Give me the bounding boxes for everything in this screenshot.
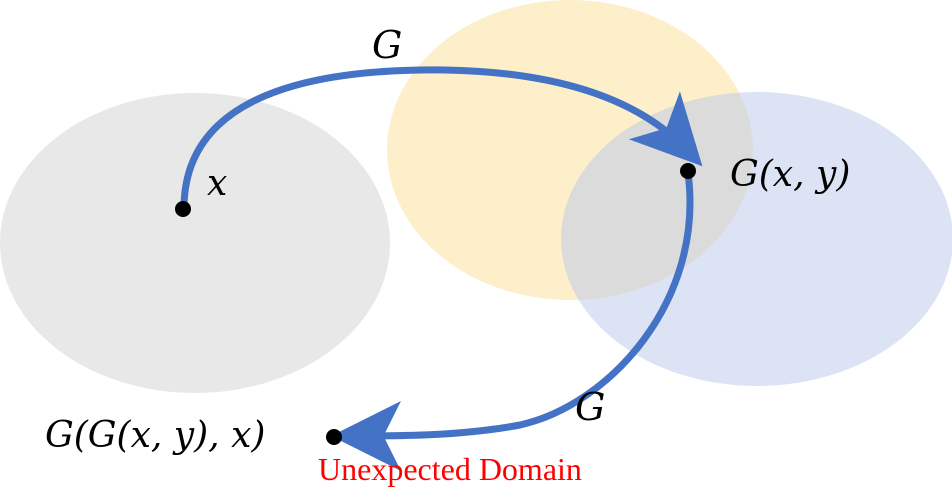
mapping-arrow-top — [180, 66, 703, 211]
point-x-label: x — [207, 163, 227, 204]
domain-x-ellipse — [0, 93, 390, 393]
top-mapping-label: G — [372, 23, 402, 67]
point-ggxyx-label: G(G(x, y), x) — [45, 415, 265, 456]
unexpected-domain-caption: Unexpected Domain — [318, 451, 582, 487]
point-gxy-label: G(x, y) — [730, 154, 850, 195]
mapping-arrow-bottom — [331, 169, 694, 471]
point-x-dot — [175, 201, 191, 217]
point-gxy-dot — [680, 163, 696, 179]
domain-g-ellipse — [561, 92, 952, 386]
bottom-mapping-label: G — [575, 385, 605, 429]
point-ggxyx-dot — [326, 429, 342, 445]
